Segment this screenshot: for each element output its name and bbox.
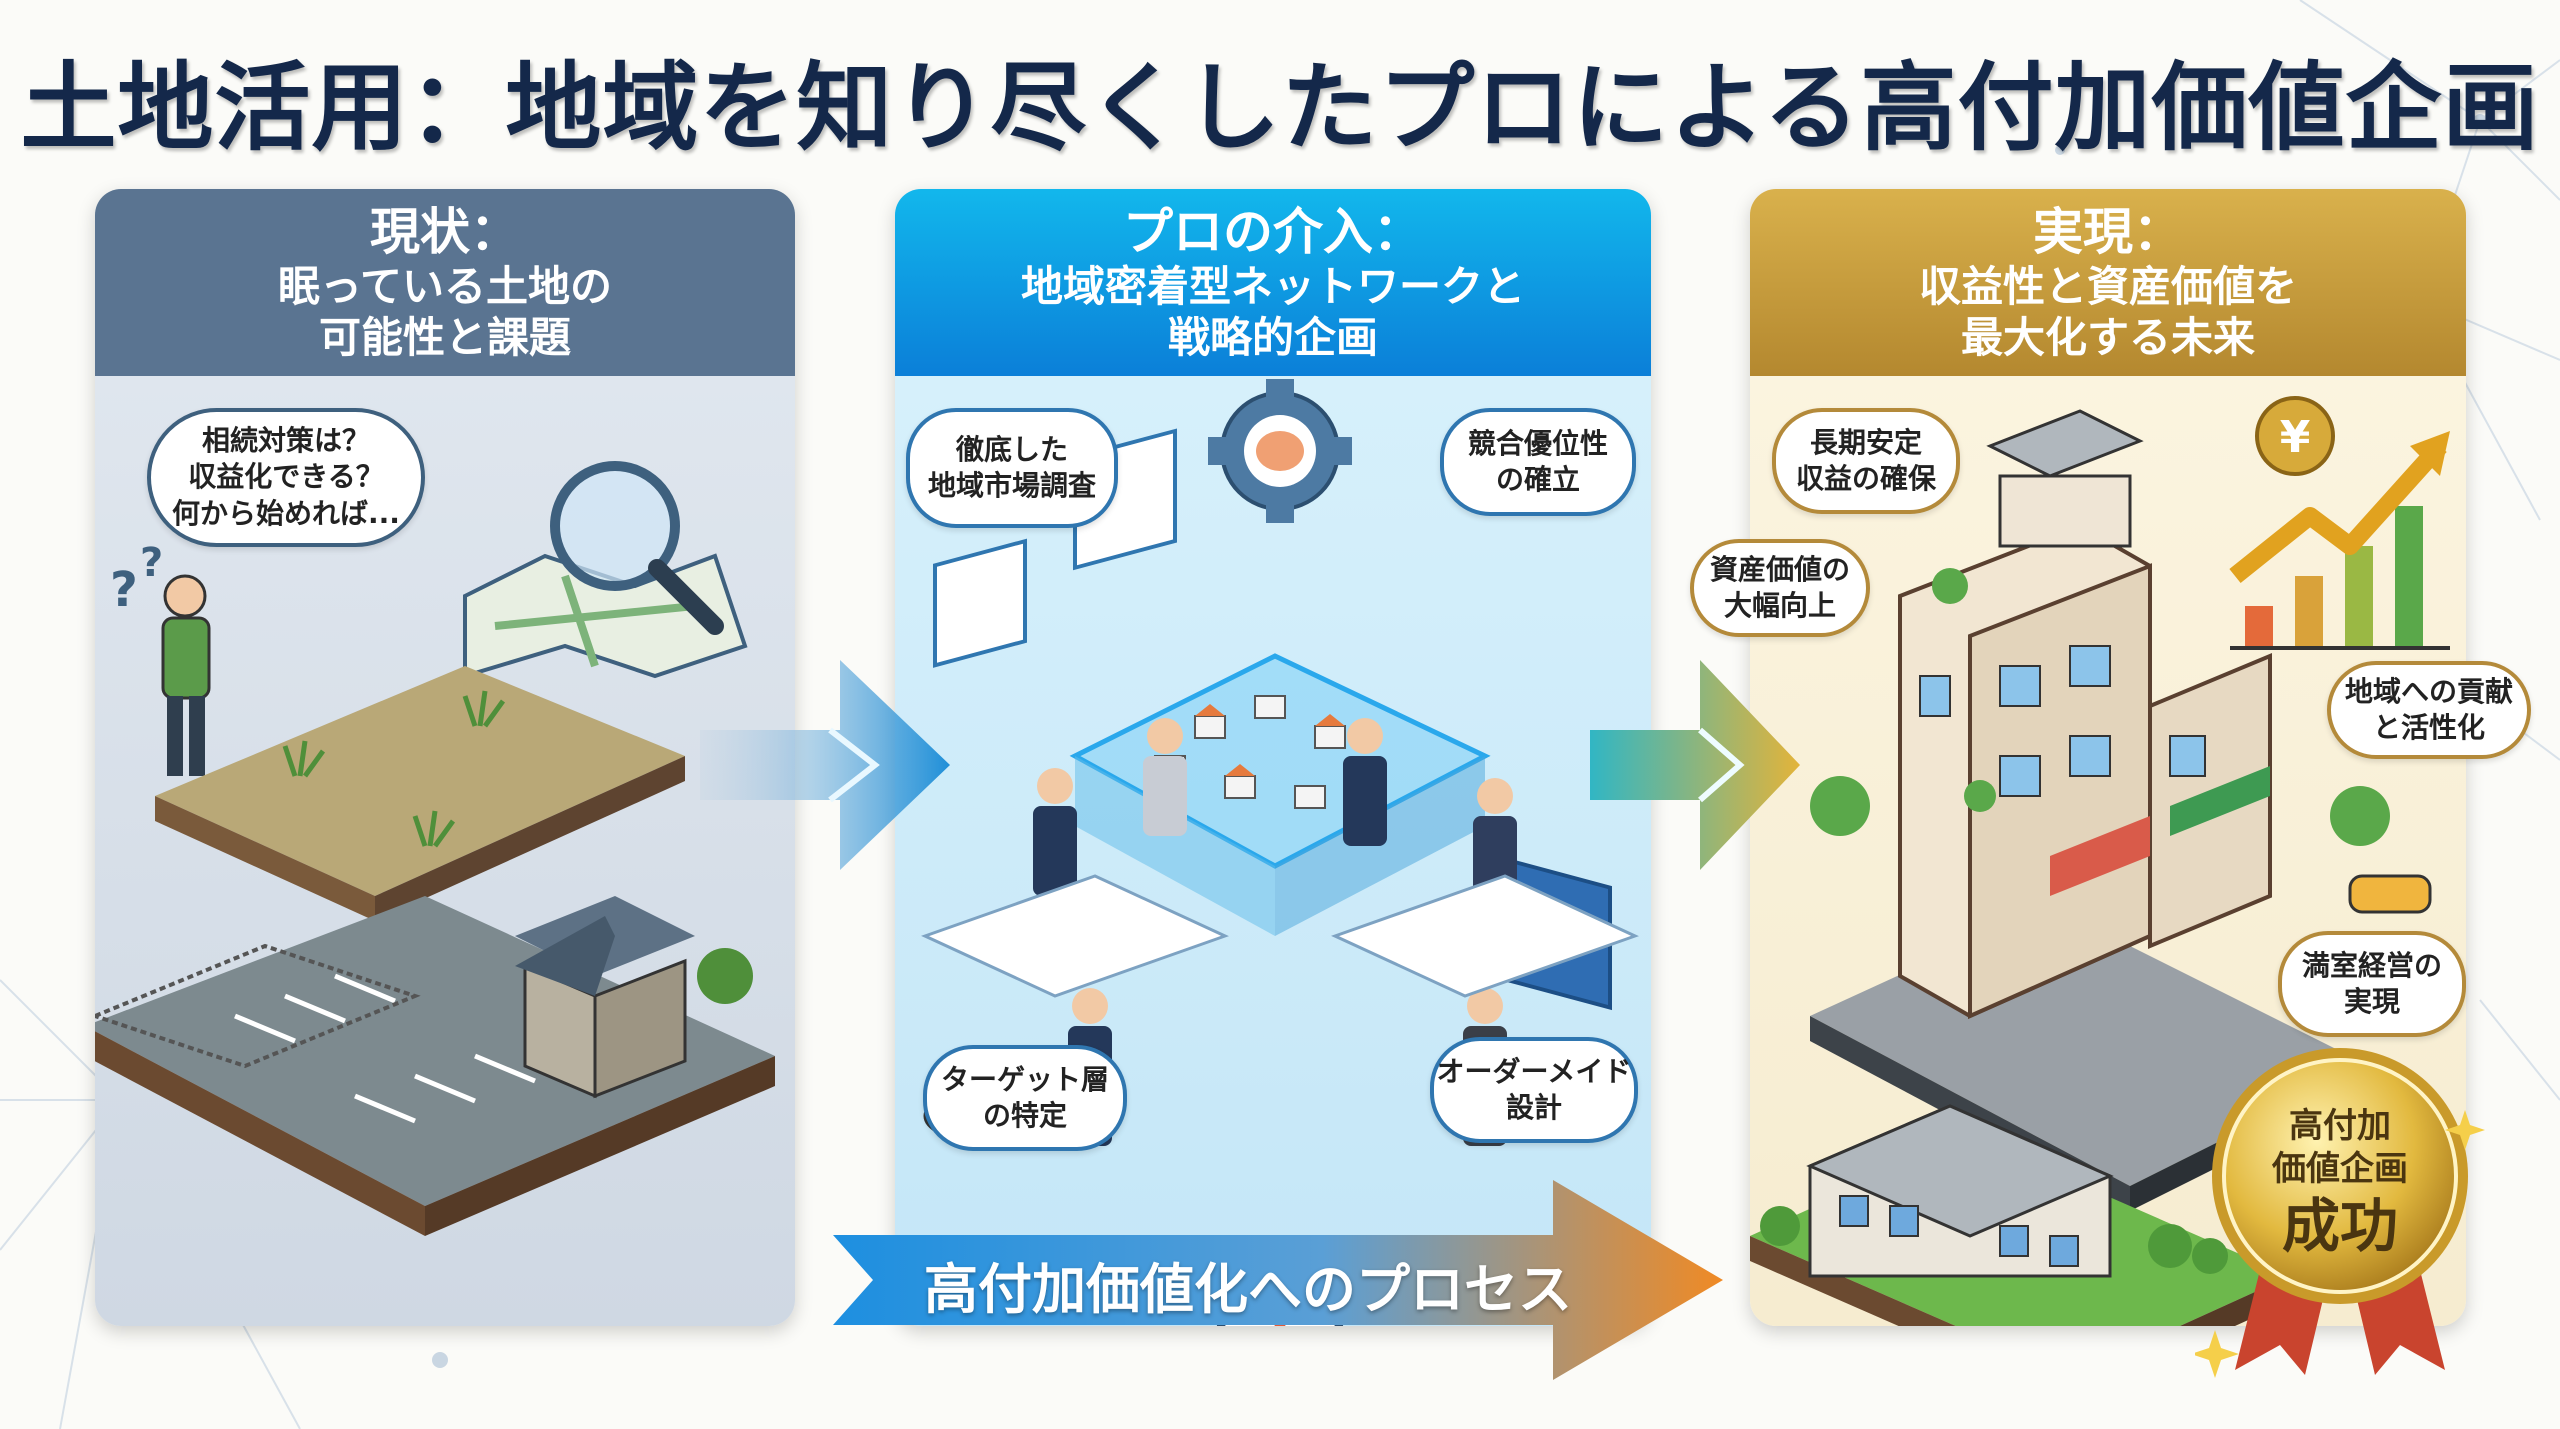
panel-subheading: 眠っている土地の (278, 262, 612, 312)
bubble-text: 地域市場調査 (927, 469, 1096, 502)
svg-text:?: ? (110, 562, 138, 618)
bubble-text: 地域への貢献 (2344, 674, 2513, 708)
panel-current-state: 現状： 眠っている土地の 可能性と課題 ? ? (95, 189, 795, 1326)
arrow-right-icon (700, 660, 950, 870)
bubble-text: の確立 (1495, 463, 1580, 496)
panel-subheading: 最大化する未来 (1960, 312, 2255, 362)
bubble-text: 相続対策は？ (201, 423, 370, 457)
sparkle-icon (2445, 1110, 2485, 1150)
speech-bubble: オーダーメイド 設計 (1430, 1037, 1638, 1143)
bubble-text: 満室経営の (2301, 948, 2442, 982)
panel-subheading: 収益性と資産価値を (1918, 262, 2297, 312)
speech-bubble: 徹底した 地域市場調査 (906, 408, 1118, 528)
thought-bubble: 相続対策は？ 収益化できる？ 何から始めれば... (147, 408, 425, 547)
bubble-text: 資産価値の (1709, 552, 1850, 586)
bubble-text: 設計 (1505, 1091, 1562, 1124)
process-arrow (833, 1180, 1723, 1380)
panel-header: 実現： 収益性と資産価値を 最大化する未来 (1750, 189, 2466, 376)
speech-bubble: 資産価値の 大幅向上 (1690, 539, 1870, 637)
speech-bubble: ターゲット層 の特定 (923, 1045, 1127, 1151)
bubble-text: ターゲット層 (940, 1062, 1109, 1096)
page-title: 土地活用：地域を知り尽くしたプロによる高付加価値企画 (20, 52, 2540, 164)
empty-parking-lot (95, 896, 775, 1236)
gear-brain-icon (1208, 379, 1352, 523)
speech-bubble: 長期安定 収益の確保 (1772, 408, 1960, 514)
bubble-text: 収益化できる？ (188, 460, 384, 494)
bubble-text: の特定 (982, 1099, 1067, 1132)
speech-bubble: 地域への貢献 と活性化 (2327, 661, 2531, 759)
bubble-text: 実現 (2343, 985, 2400, 1018)
badge-line: 価値企画 (2272, 1148, 2408, 1189)
panel-heading: 実現： (2033, 203, 2183, 262)
bubble-text: 何から始めれば... (172, 496, 400, 530)
map-magnifier-icon (463, 461, 748, 679)
city-model-hologram (1069, 653, 1491, 936)
panel-header: プロの介入： 地域密着型ネットワークと 戦略的企画 (895, 189, 1651, 376)
bubble-text: オーダーメイド (1436, 1054, 1632, 1088)
speech-bubble: 競合優位性 の確立 (1440, 408, 1636, 516)
future-illustration: ¥ (1750, 396, 2450, 1326)
panel-heading: 現状： (370, 203, 520, 262)
bubble-text: 競合優位性 (1467, 426, 1608, 460)
yen-growth-chart-icon: ¥ (2229, 396, 2450, 650)
badge-text: 高付加 価値企画 成功 (2218, 1105, 2462, 1263)
bubble-text: 長期安定 (1809, 425, 1922, 459)
panel-subheading: 戦略的企画 (1167, 312, 1378, 362)
panel-subheading: 可能性と課題 (318, 312, 571, 362)
svg-text:?: ? (140, 540, 163, 586)
svg-text:¥: ¥ (2280, 412, 2311, 463)
panel-heading: プロの介入： (1123, 203, 1423, 262)
apartment-complex (1750, 1104, 2290, 1326)
bubble-text: 収益の確保 (1795, 462, 1936, 495)
bubble-text: 大幅向上 (1723, 589, 1836, 622)
bubble-text: 徹底した (955, 432, 1068, 466)
vacant-lot (155, 666, 685, 921)
panel-realization: 実現： 収益性と資産価値を 最大化する未来 ¥ (1750, 189, 2466, 1326)
speech-bubble: 満室経営の 実現 (2278, 931, 2466, 1037)
badge-emphasis: 成功 (2281, 1192, 2398, 1260)
badge-line: 高付加 (2289, 1106, 2391, 1146)
vacant-land-illustration: ? ? (95, 461, 775, 1236)
panel-subheading: 地域密着型ネットワークと (1020, 262, 1525, 312)
process-arrow-label: 高付加価値化へのプロセス (924, 1258, 1572, 1321)
bubble-text: と活性化 (2372, 711, 2485, 744)
success-badge-icon (2195, 1048, 2485, 1378)
old-house (515, 896, 753, 1099)
sparkle-icon (2195, 1330, 2239, 1378)
person-thinking-icon: ? ? (110, 540, 211, 776)
panel-header: 現状： 眠っている土地の 可能性と課題 (95, 189, 795, 376)
arrow-right-icon (1590, 660, 1800, 870)
panel-pro-intervention: プロの介入： 地域密着型ネットワークと 戦略的企画 (895, 189, 1651, 1326)
